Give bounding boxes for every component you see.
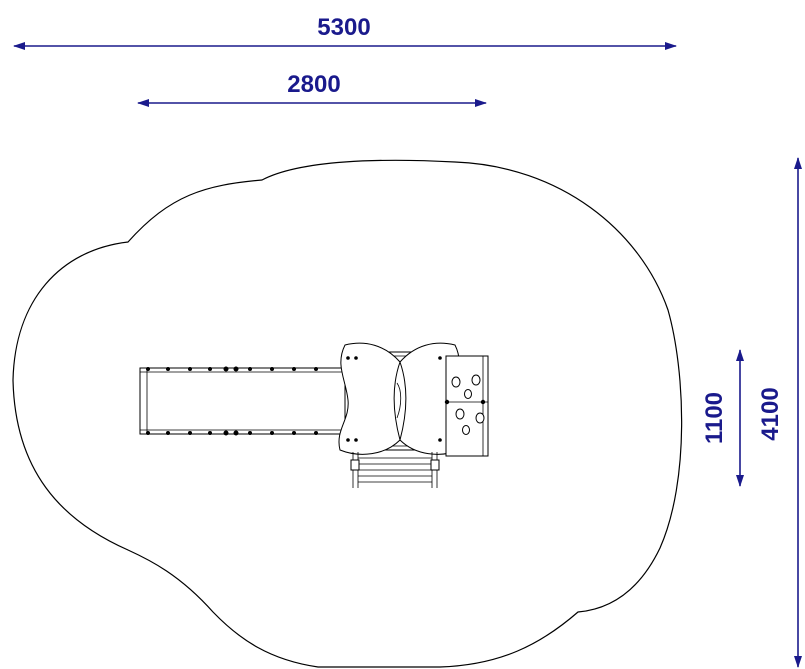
- slide-bolts-bottom: [146, 430, 318, 436]
- dimension-label-overall-depth: 4100: [757, 387, 784, 440]
- slide-chute: [139, 366, 346, 436]
- dimension-label-slide-length: 2800: [287, 71, 340, 98]
- climbing-holds: [451, 374, 485, 435]
- left-wing-panel: [338, 342, 401, 455]
- platform-tower: [338, 342, 462, 455]
- dimension-unit-depth: 1100: [701, 349, 744, 487]
- dimension-label-unit-depth: 1100: [701, 392, 728, 444]
- dimension-label-overall-width: 5300: [317, 14, 370, 41]
- climbing-wall: [444, 355, 489, 457]
- safety-zone-outline: [12, 159, 683, 668]
- access-steps: [350, 452, 440, 488]
- slide-bolts-top: [146, 366, 318, 372]
- dimension-slide-length: 2800: [137, 71, 487, 107]
- dimension-overall-depth: 4100: [757, 157, 802, 668]
- dimension-overall-width: 5300: [13, 14, 677, 50]
